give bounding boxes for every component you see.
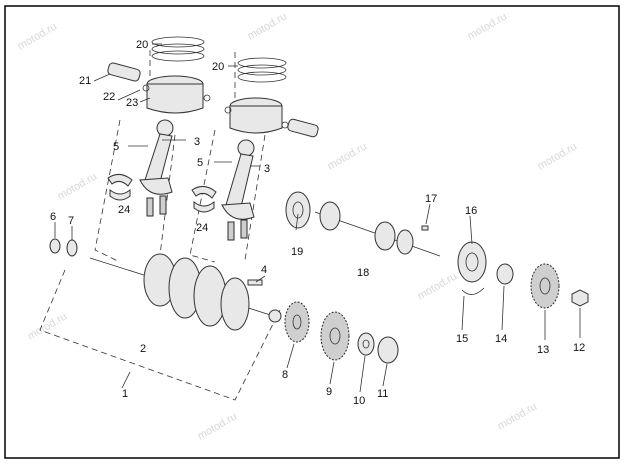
diagram-border [4,5,620,459]
callout-9: 9 [326,386,332,398]
connecting-rod-right [221,139,255,241]
callout-16: 16 [465,205,477,217]
balance-shaft [314,201,441,257]
callout-18: 18 [357,267,369,279]
circlip [203,94,211,102]
washer [66,239,78,257]
washer [357,332,375,356]
piston-left [146,75,204,114]
callout-15: 15 [456,333,468,345]
circlip [461,287,485,295]
callout-1: 1 [122,388,128,400]
callout-24: 24 [196,222,208,234]
callout-6: 6 [50,211,56,223]
callout-21: 21 [79,75,91,87]
callout-5: 5 [113,141,119,153]
callout-3: 3 [194,136,200,148]
crank-gear [284,301,310,343]
callout-20: 20 [212,61,224,73]
callout-23: 23 [126,97,138,109]
callout-2: 2 [140,343,146,355]
callout-24: 24 [118,204,130,216]
callout-12: 12 [573,342,585,354]
circlip [281,121,289,129]
callout-5: 5 [197,157,203,169]
piston-right [229,97,283,134]
bearing [457,241,487,283]
callout-8: 8 [282,369,288,381]
callout-20: 20 [136,39,148,51]
callout-19: 19 [291,246,303,258]
bearing-shell [191,186,217,199]
callout-3: 3 [264,163,270,175]
assembly-brackets [39,50,281,401]
bearing-shell [107,174,133,187]
callout-7: 7 [68,215,74,227]
circlip [142,84,150,92]
pin [421,225,429,231]
callout-labels: 1 2 3 3 4 5 5 6 7 8 9 10 11 12 13 14 15 … [50,39,585,407]
callout-11: 11 [377,388,388,400]
bearing-shell [109,188,131,201]
bearing-shell [193,200,215,213]
circlip [224,106,232,114]
drive-gear [320,311,350,361]
balance-gear [530,263,560,309]
connecting-rod-left [139,119,174,217]
leader-lines [54,43,581,393]
callout-14: 14 [495,333,507,345]
piston-pin [287,118,319,138]
bearing [285,191,311,229]
crankshaft [89,253,282,331]
callout-13: 13 [537,344,549,356]
piston-rings-left [151,36,205,62]
nut [571,289,589,307]
nut [49,238,61,254]
piston-rings-right [237,57,287,83]
callout-10: 10 [353,395,365,407]
callout-4: 4 [261,264,267,276]
piston-pin [107,62,141,82]
spacer [496,263,514,285]
spacer [377,336,399,364]
callout-22: 22 [103,91,115,103]
key [247,279,263,286]
callout-17: 17 [425,193,437,205]
